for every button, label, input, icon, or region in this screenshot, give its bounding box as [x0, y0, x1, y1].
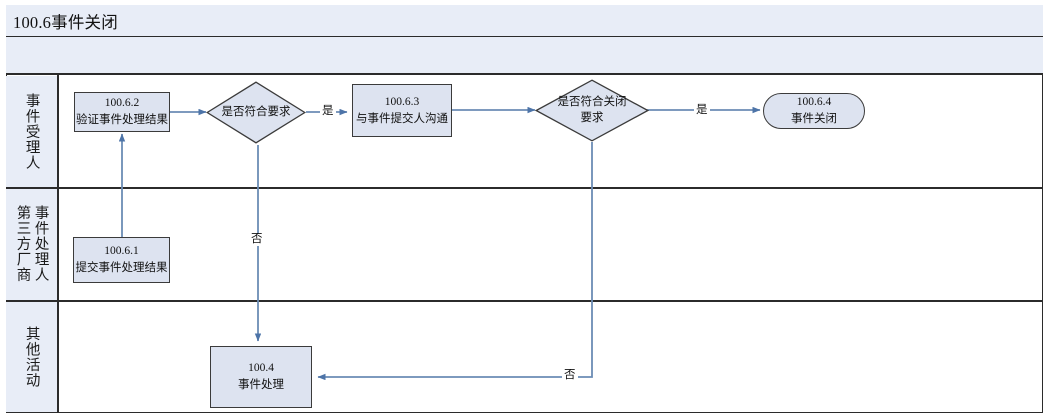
lane-label-other-text: 其他活动 [23, 325, 40, 388]
node-100-6-2[interactable]: 100.6.2 验证事件处理结果 [74, 92, 170, 132]
lane-label-column-divider [57, 75, 59, 413]
node-100-6-1[interactable]: 100.6.1 提交事件处理结果 [73, 237, 170, 283]
node-100-6-3-code: 100.6.3 [384, 95, 420, 108]
edge-decision2-no-to-100-4 [317, 142, 593, 381]
node-100-6-2-name: 验证事件处理结果 [76, 114, 168, 126]
node-100-4-name: 事件处理 [238, 379, 284, 391]
decision-meets-close-requirement[interactable]: 是否符合关闭 要求 [535, 79, 649, 142]
node-100-6-4-name: 事件关闭 [791, 113, 837, 125]
lane-label-acceptor: 事件受理人 [6, 76, 57, 187]
node-100-6-3-name: 与事件提交人沟通 [356, 112, 448, 125]
page-title: 100.6事件关闭 [13, 12, 118, 32]
diagram-title-row: 100.6事件关闭 [6, 5, 1043, 37]
edge-label-decision1-yes: 是 [320, 105, 336, 118]
edge-label-decision2-no: 否 [562, 369, 578, 382]
diagram-subtitle-row [6, 37, 1043, 75]
edge-label-decision1-no: 否 [249, 233, 265, 246]
node-100-6-1-code: 100.6.1 [104, 245, 139, 258]
edge-label-decision2-yes: 是 [694, 104, 710, 117]
lane-label-processor: 事件处理人 第三方厂商 [6, 188, 57, 300]
decision-meets-requirement[interactable]: 是否符合要求 [206, 81, 306, 144]
lane-separator-2 [6, 300, 1043, 302]
node-100-6-4[interactable]: 100.6.4 事件关闭 [763, 93, 865, 129]
node-100-6-1-name: 提交事件处理结果 [75, 262, 168, 274]
node-100-6-3[interactable]: 100.6.3 与事件提交人沟通 [352, 84, 452, 137]
lane-separator-1 [6, 187, 1043, 189]
node-100-4-code: 100.4 [248, 362, 274, 375]
lane-label-processor-text: 事件处理人 第三方厂商 [14, 205, 49, 283]
node-100-6-2-code: 100.6.2 [104, 97, 140, 110]
node-100-6-4-code: 100.6.4 [796, 96, 832, 109]
node-100-4[interactable]: 100.4 事件处理 [210, 346, 312, 408]
lane-label-other: 其他活动 [6, 301, 57, 412]
decision-meets-requirement-shape [206, 81, 306, 144]
lane-label-acceptor-text: 事件受理人 [23, 92, 40, 171]
decision-meets-close-requirement-shape [535, 79, 649, 142]
